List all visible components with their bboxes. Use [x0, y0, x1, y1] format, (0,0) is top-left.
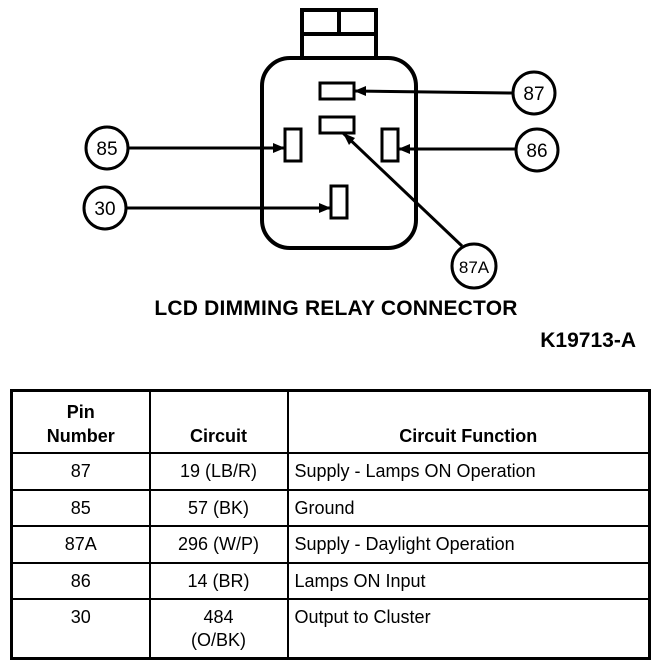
cell-circuit: 57 (BK) [148, 488, 289, 527]
header-circuit-function: Circuit Function [286, 389, 651, 454]
leader-87 [353, 89, 513, 95]
terminal-87a [318, 115, 356, 135]
terminal-86 [380, 127, 400, 163]
terminal-87 [318, 81, 356, 101]
callout-87a: 87A [450, 242, 498, 290]
connector-body [260, 56, 418, 250]
cell-circuit: 484 (O/BK) [148, 598, 289, 660]
cell-pin: 87A [10, 525, 151, 564]
pin-table: Pin Number Circuit Circuit Function 87 1… [10, 389, 651, 660]
svg-text:85: 85 [96, 139, 117, 160]
svg-text:87A: 87A [459, 258, 490, 277]
table-row: 30 484 (O/BK) Output to Cluster [10, 598, 651, 660]
cell-function: Supply - Lamps ON Operation [286, 452, 651, 491]
table-row: 87 19 (LB/R) Supply - Lamps ON Operation [10, 452, 651, 491]
cell-pin: 87 [10, 452, 151, 491]
header-circuit: Circuit [148, 389, 289, 454]
callout-30: 30 [82, 185, 128, 231]
cell-function: Supply - Daylight Operation [286, 525, 651, 564]
callout-87: 87 [511, 70, 557, 116]
cell-circuit: 296 (W/P) [148, 525, 289, 564]
figure-id: K19713-A [540, 329, 636, 352]
relay-connector-diagram: 87 85 86 30 87A [82, 8, 560, 290]
callout-86: 86 [514, 127, 560, 173]
header-pin-number: Pin Number [10, 389, 151, 454]
cell-pin: 30 [10, 598, 151, 660]
svg-text:30: 30 [94, 199, 115, 220]
cell-pin: 85 [10, 488, 151, 527]
terminal-30 [329, 184, 349, 220]
table-header-row: Pin Number Circuit Circuit Function [10, 389, 651, 454]
table-row: 85 57 (BK) Ground [10, 488, 651, 527]
cell-pin: 86 [10, 561, 151, 600]
cell-function: Ground [286, 488, 651, 527]
callout-85: 85 [84, 125, 130, 171]
cell-circuit: 14 (BR) [148, 561, 289, 600]
leader-87a [341, 131, 464, 248]
table-row: 86 14 (BR) Lamps ON Input [10, 561, 651, 600]
cell-circuit: 19 (LB/R) [148, 452, 289, 491]
svg-text:86: 86 [526, 141, 547, 162]
svg-text:87: 87 [523, 84, 544, 105]
diagram-caption: LCD DIMMING RELAY CONNECTOR [154, 297, 518, 320]
connector-latch [300, 8, 378, 60]
terminal-85 [283, 127, 303, 163]
table-row: 87A 296 (W/P) Supply - Daylight Operatio… [10, 525, 651, 564]
cell-function: Output to Cluster [286, 598, 651, 660]
cell-function: Lamps ON Input [286, 561, 651, 600]
